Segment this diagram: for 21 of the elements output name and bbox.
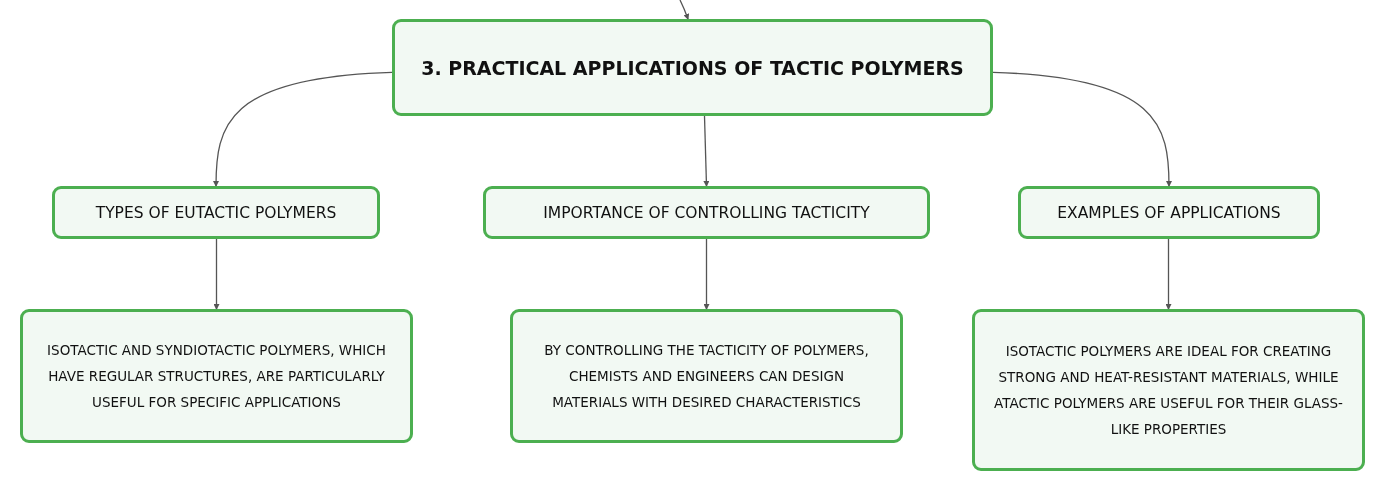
connector-arrow [1165,238,1172,310]
node-text: 3. PRACTICAL APPLICATIONS OF TACTIC POLYMERS [421,56,964,79]
node-text: IMPORTANCE OF CONTROLLING TACTICITY [543,203,870,222]
connector-arrow [679,0,690,20]
connector-arrow [992,71,1172,187]
root-box [392,19,993,116]
connector-arrow [703,115,710,187]
node-text: ISOTACTIC AND SYNDIOTACTIC POLYMERS, WHICH HAVE REGULAR STRUCTURES, ARE PARTICULARLY USEFUL FOR SPECIFIC APPLICATIONS [46,341,387,412]
connector-arrow [213,238,220,310]
connector-arrow [703,238,710,310]
topic-box [1018,186,1320,239]
detail-box [510,309,903,443]
connector-arrow [213,71,393,187]
node-text: ISOTACTIC POLYMERS ARE IDEAL FOR CREATING STRONG AND HEAT-RESISTANT MATERIALS, WHILE ATACTIC POLYMERS ARE USEFUL FOR THEIR GLASS-LIKE PROPERTIES [993,342,1344,439]
topic-box [52,186,380,239]
detail-box [972,309,1365,471]
node-text: BY CONTROLLING THE TACTICITY OF POLYMERS, CHEMISTS AND ENGINEERS CAN DESIGN MATERIALS WITH DESIRED CHARACTERISTICS [543,341,870,412]
detail-box [20,309,413,443]
topic-box [483,186,930,239]
node-text: TYPES OF EUTACTIC POLYMERS [95,203,337,222]
node-text: EXAMPLES OF APPLICATIONS [1057,203,1281,222]
